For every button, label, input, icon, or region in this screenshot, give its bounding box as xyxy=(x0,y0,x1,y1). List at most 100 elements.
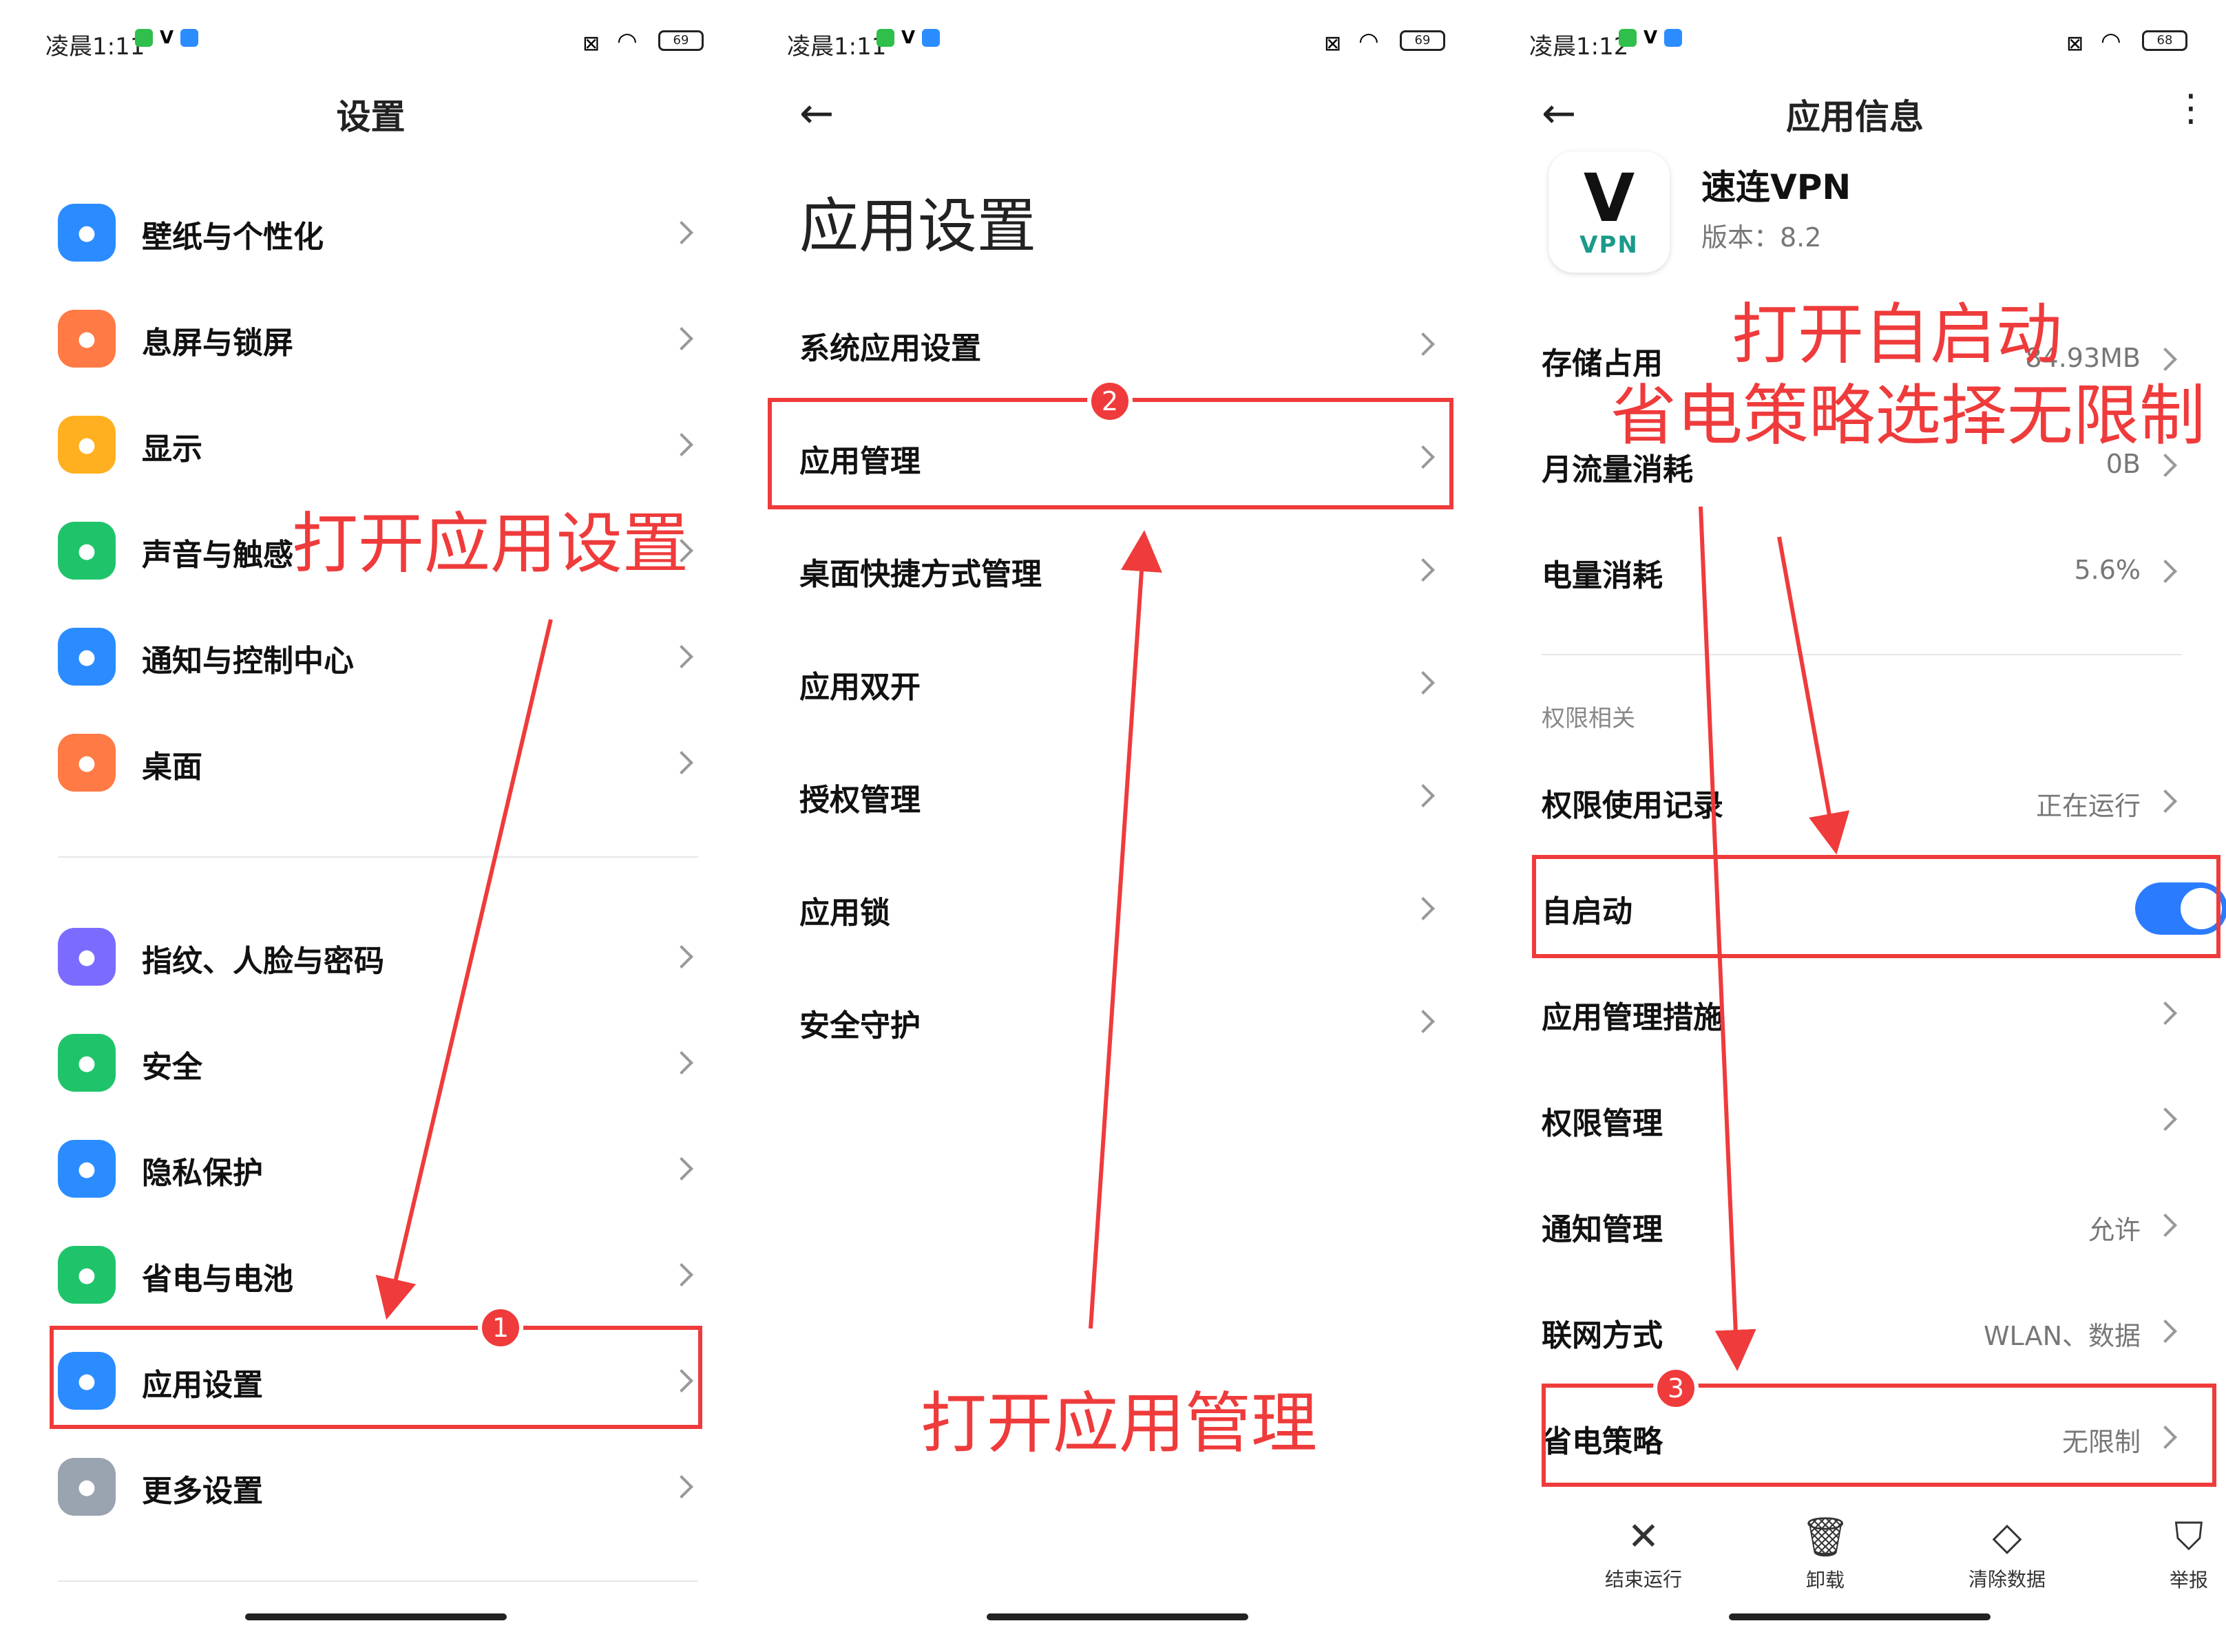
uninstall-button[interactable]: 🗑 卸载 xyxy=(1770,1514,1880,1593)
status-notification-icons: V xyxy=(876,28,941,48)
app-settings-item-label[interactable]: 应用锁 xyxy=(799,896,890,931)
gear-icon: ● xyxy=(58,1352,116,1410)
usage-row-label[interactable]: 电量消耗 xyxy=(1542,558,1663,593)
permission-row-value: 正在运行 xyxy=(2035,791,2141,821)
settings-item-label[interactable]: 桌面 xyxy=(142,750,202,785)
permission-row-value: 允许 xyxy=(2088,1215,2141,1245)
settings-item-label[interactable]: 显示 xyxy=(142,432,202,467)
usage-row-label[interactable]: 存储占用 xyxy=(1542,346,1663,381)
app-version: 版本：8.2 xyxy=(1701,222,1822,253)
vpn-status-icon: V xyxy=(160,28,174,48)
wifi-icon: ◠ xyxy=(2101,28,2121,55)
section-label: 权限相关 xyxy=(1542,705,1635,732)
settings-item-label[interactable]: 更多设置 xyxy=(142,1474,263,1509)
battery-icon: 69 xyxy=(658,30,704,51)
usage-row-label[interactable]: 月流量消耗 xyxy=(1542,452,1693,487)
usage-row-value: 5.6% xyxy=(2074,555,2141,585)
fingerprint-icon: ● xyxy=(58,928,116,986)
status-notification-icons: V xyxy=(1619,28,1683,48)
app-settings-panel: 凌晨1:11 V ⊠ ◠ 69 ← 应用设置 系统应用设置应用管理桌面快捷方式管… xyxy=(742,0,1484,1652)
back-arrow-icon[interactable]: ← xyxy=(1542,89,1577,138)
annotation-power-strategy: 省电策略选择无限制 xyxy=(1610,377,2205,454)
divider xyxy=(58,856,698,858)
upload-icon xyxy=(1664,29,1683,47)
app-notif-icon xyxy=(135,29,153,47)
vpn-status-icon: V xyxy=(1644,28,1658,48)
settings-item-label[interactable]: 壁纸与个性化 xyxy=(142,220,324,255)
app-info-panel: 凌晨1:12 V ⊠ ◠ 68 ← 应用信息 ⋮ V VPN 速连VPN 版本：… xyxy=(1484,0,2226,1652)
status-time: 凌晨1:12 xyxy=(1529,33,1629,61)
divider xyxy=(58,1580,698,1582)
close-icon: ✕ xyxy=(1627,1514,1660,1559)
permission-row-label[interactable]: 通知管理 xyxy=(1542,1212,1663,1247)
app-settings-item-label[interactable]: 应用管理 xyxy=(799,444,921,479)
more-icon: ● xyxy=(58,1458,116,1516)
divider xyxy=(1542,654,2182,655)
signal-icon: ⊠ xyxy=(582,32,600,56)
report-button[interactable]: ⛉ 举报 xyxy=(2134,1514,2226,1593)
settings-item-label[interactable]: 声音与触感 xyxy=(142,538,293,573)
highlight-app-settings xyxy=(50,1326,702,1429)
page-title: 应用信息 xyxy=(1786,97,1924,137)
permission-row-value: WLAN、数据 xyxy=(1983,1321,2141,1351)
back-arrow-icon[interactable]: ← xyxy=(799,89,834,138)
usage-row-value: 84.93MB xyxy=(2025,343,2141,373)
settings-item-label[interactable]: 息屏与锁屏 xyxy=(142,326,293,361)
battery-icon: ● xyxy=(58,1246,116,1304)
permission-row-label[interactable]: 应用管理措施 xyxy=(1542,1000,1723,1035)
shield-icon: ● xyxy=(58,1034,116,1092)
wifi-icon: ◠ xyxy=(1358,28,1379,55)
autostart-toggle[interactable] xyxy=(2135,882,2226,935)
settings-item-label[interactable]: 指纹、人脸与密码 xyxy=(142,944,384,979)
eraser-icon: ◇ xyxy=(1992,1514,2022,1559)
app-settings-item-label[interactable]: 授权管理 xyxy=(799,783,921,818)
report-label: 举报 xyxy=(2169,1569,2208,1591)
force-stop-label: 结束运行 xyxy=(1604,1568,1682,1591)
page-title: 设置 xyxy=(336,97,406,137)
settings-panel: 凌晨1:11 V ⊠ ◠ 69 设置 ●壁纸与个性化●息屏与锁屏●显示●声音与触… xyxy=(0,0,742,1652)
settings-item-label[interactable]: 隐私保护 xyxy=(142,1156,263,1191)
permission-row-label[interactable]: 省电策略 xyxy=(1542,1424,1663,1459)
permission-row-label[interactable]: 自启动 xyxy=(1542,894,1632,929)
app-name: 速连VPN xyxy=(1701,167,1851,207)
force-stop-button[interactable]: ✕ 结束运行 xyxy=(1588,1514,1699,1592)
home-icon: ● xyxy=(58,734,116,792)
sun-icon: ● xyxy=(58,416,116,474)
app-logo: V VPN xyxy=(1548,151,1670,273)
arrow-to-app-settings xyxy=(375,619,553,1320)
clear-data-label: 清除数据 xyxy=(1968,1568,2046,1591)
permission-row-label[interactable]: 权限使用记录 xyxy=(1542,788,1723,823)
app-notif-icon xyxy=(1619,29,1637,47)
step-badge-3: 3 xyxy=(1653,1366,1699,1411)
toggle-knob xyxy=(2181,888,2222,929)
status-notification-icons: V xyxy=(135,28,199,48)
arrow-to-autostart xyxy=(1777,536,1850,855)
settings-item-label[interactable]: 省电与电池 xyxy=(142,1262,293,1297)
settings-item-label[interactable]: 通知与控制中心 xyxy=(142,644,354,679)
wallpaper-icon: ● xyxy=(58,204,116,262)
lock-icon: ● xyxy=(58,310,116,368)
uninstall-label: 卸载 xyxy=(1805,1569,1845,1591)
app-settings-item-label[interactable]: 系统应用设置 xyxy=(799,331,981,366)
app-settings-item-label[interactable]: 桌面快捷方式管理 xyxy=(799,557,1042,592)
notification-icon: ● xyxy=(58,628,116,686)
status-time: 凌晨1:11 xyxy=(787,33,887,61)
speaker-icon: ● xyxy=(58,522,116,580)
usage-row-value: 0B xyxy=(2106,449,2141,479)
app-settings-item-label[interactable]: 应用双开 xyxy=(799,670,921,705)
settings-item-label[interactable]: 应用设置 xyxy=(142,1368,263,1403)
annotation-open-app-settings: 打开应用设置 xyxy=(292,505,689,582)
home-indicator xyxy=(1729,1613,1991,1620)
settings-item-label[interactable]: 安全 xyxy=(142,1050,202,1085)
home-indicator xyxy=(245,1613,507,1620)
more-menu-icon[interactable]: ⋮ xyxy=(2172,86,2209,129)
upload-icon xyxy=(180,29,199,47)
app-settings-item-label[interactable]: 安全守护 xyxy=(799,1008,921,1044)
permission-row-label[interactable]: 联网方式 xyxy=(1542,1318,1663,1353)
report-icon: ⛉ xyxy=(2174,1514,2203,1559)
permission-row-label[interactable]: 权限管理 xyxy=(1542,1106,1663,1141)
vpn-status-icon: V xyxy=(901,28,916,48)
clear-data-button[interactable]: ◇ 清除数据 xyxy=(1952,1514,2062,1592)
annotation-open-autostart: 打开自启动 xyxy=(1732,296,2062,373)
